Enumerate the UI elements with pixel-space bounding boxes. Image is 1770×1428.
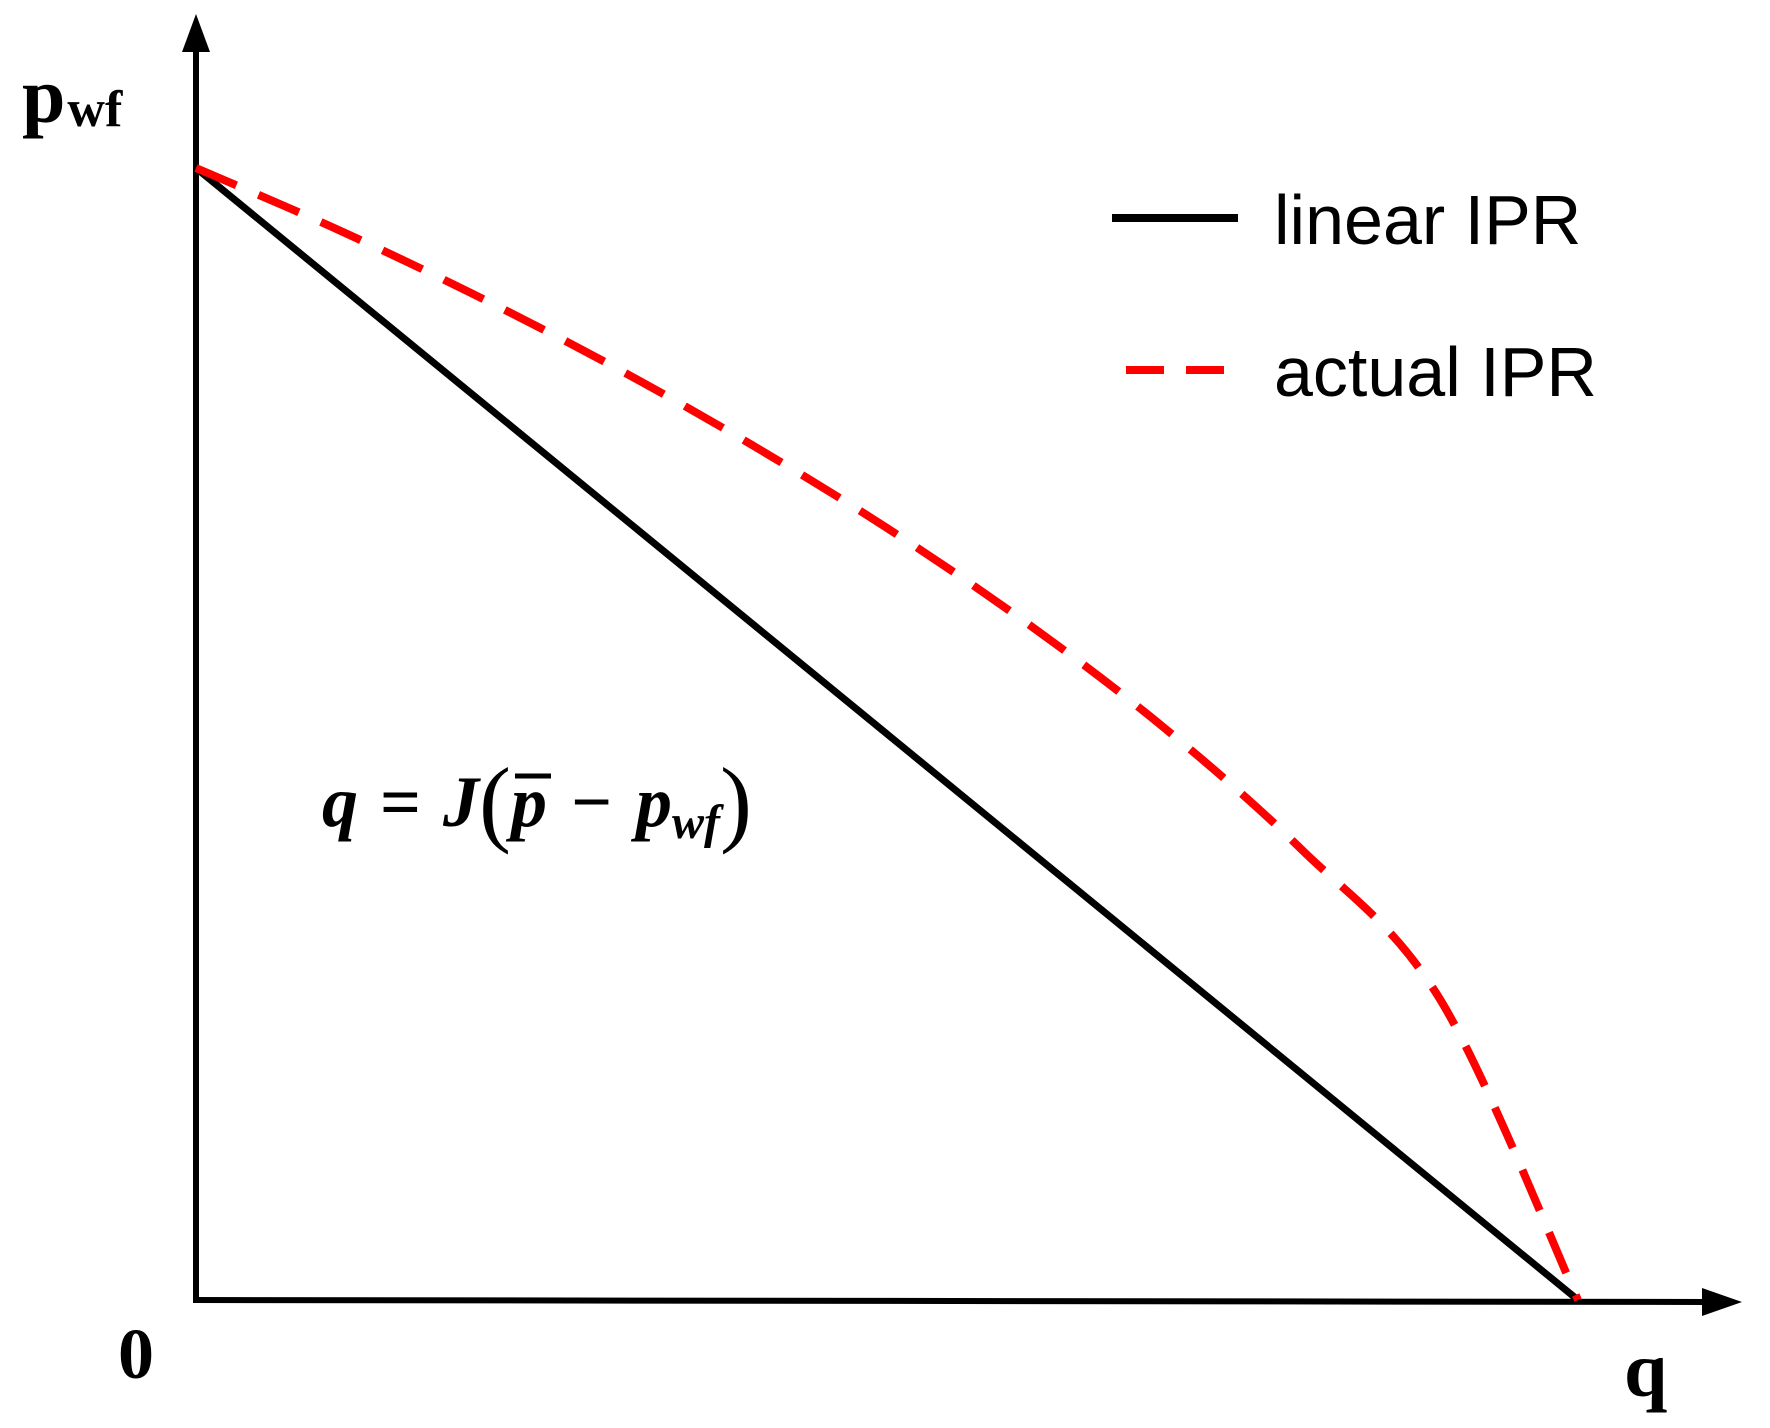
- x-axis-arrow-icon: [1702, 1288, 1742, 1316]
- formula-func: J: [442, 762, 481, 842]
- y-axis-label: pwf: [22, 52, 123, 139]
- origin-label: 0: [118, 1314, 154, 1394]
- formula-p: p: [630, 762, 672, 842]
- formula-open-paren: (: [479, 748, 511, 855]
- legend-label-linear: linear IPR: [1274, 181, 1581, 259]
- axes: [182, 14, 1742, 1316]
- formula-sub: wf: [672, 796, 724, 849]
- legend-label-actual: actual IPR: [1274, 333, 1597, 411]
- formula-minus: −: [571, 762, 612, 842]
- series-line-linear-ipr: [193, 165, 1581, 1303]
- x-axis-label: q: [1624, 1326, 1667, 1413]
- formula-lhs: q: [322, 762, 358, 842]
- y-axis-arrow-icon: [182, 14, 210, 52]
- legend: linear IPR actual IPR: [1112, 181, 1597, 411]
- formula-equals: =: [380, 762, 421, 842]
- series-line-actual-ipr: [194, 164, 1582, 1302]
- series-layer: [193, 164, 1582, 1303]
- formula-text: q=J(p−pwf): [322, 748, 752, 855]
- x-axis: [192, 1297, 1709, 1305]
- formula-annotation: q=J(p−pwf): [322, 748, 752, 855]
- formula-close-paren: ): [720, 748, 752, 855]
- y-axis-label-subscript: wf: [67, 81, 123, 138]
